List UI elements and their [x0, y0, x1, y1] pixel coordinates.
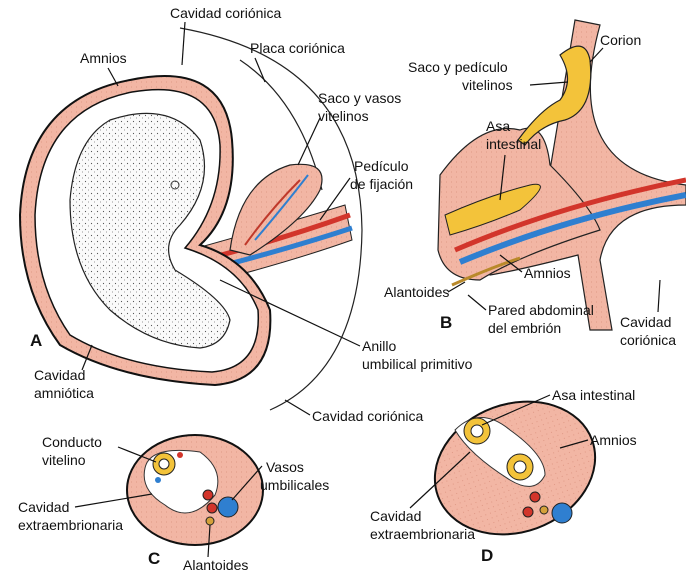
label-saco-vasos-1: Saco y vasos: [318, 90, 401, 106]
intestinal-loop-d2-lumen: [514, 461, 526, 473]
label-cavidad-extra-d-2: extraembrionaria: [370, 526, 475, 542]
umbilical-vein-d: [552, 503, 572, 523]
label-amnios-d: Amnios: [590, 432, 637, 448]
umbilical-artery-c2: [207, 503, 217, 513]
label-cavidad-corionica-b-1: Cavidad: [620, 314, 671, 330]
panel-a: [20, 28, 362, 410]
label-cavidad-extra-c-2: extraembrionaria: [18, 517, 123, 533]
umbilical-artery-d2: [523, 507, 533, 517]
label-asa-intestinal-d: Asa intestinal: [552, 387, 635, 403]
panel-label-d: D: [481, 546, 493, 565]
panel-label-a: A: [30, 331, 42, 350]
label-saco-pediculo-2: vitelinos: [462, 77, 513, 93]
label-cavidad-extra-d-1: Cavidad: [370, 508, 421, 524]
allantois-d: [540, 506, 548, 514]
label-cavidad-extra-c-1: Cavidad: [18, 499, 69, 515]
allantois-c: [206, 517, 214, 525]
label-alantoides-c: Alantoides: [183, 557, 248, 573]
umbilical-artery-d1: [530, 492, 540, 502]
label-pediculo-2: de fijación: [350, 176, 413, 192]
panel-c: [127, 435, 263, 545]
label-vasos-2: umbilicales: [260, 477, 329, 493]
label-cavidad-corionica-b-2: coriónica: [620, 332, 676, 348]
label-vasos-1: Vasos: [266, 459, 304, 475]
label-cavidad-amniotica-2: amniótica: [34, 385, 94, 401]
label-anillo-1: Anillo: [362, 338, 396, 354]
vitelline-vein-c: [155, 477, 161, 483]
intestinal-loop-d1-lumen: [471, 425, 483, 437]
umbilical-artery-c1: [203, 490, 213, 500]
label-cavidad-corionica-bottom: Cavidad coriónica: [312, 408, 423, 424]
label-anillo-2: umbilical primitivo: [362, 356, 473, 372]
umbilical-vein-c: [218, 497, 238, 517]
label-amnios-a: Amnios: [80, 50, 127, 66]
label-corion: Corion: [600, 32, 641, 48]
vitelline-duct-lumen: [159, 459, 169, 469]
vitelline-artery-c: [177, 452, 183, 458]
label-asa-2: intestinal: [486, 136, 541, 152]
label-amnios-b: Amnios: [524, 265, 571, 281]
label-pared-1: Pared abdominal: [488, 302, 594, 318]
panel-label-c: C: [148, 549, 160, 568]
label-cavidad-corionica-top: Cavidad coriónica: [170, 5, 281, 21]
label-conducto-2: vitelino: [42, 452, 86, 468]
label-conducto-1: Conducto: [42, 434, 102, 450]
label-alantoides-b: Alantoides: [384, 284, 449, 300]
label-cavidad-amniotica-1: Cavidad: [34, 367, 85, 383]
panel-label-b: B: [440, 313, 452, 332]
label-saco-pediculo-1: Saco y pedículo: [408, 59, 508, 75]
label-pediculo-1: Pedículo: [354, 158, 409, 174]
label-pared-2: del embrión: [488, 320, 561, 336]
label-placa-corionica: Placa coriónica: [250, 40, 345, 56]
label-saco-vasos-2: vitelinos: [318, 108, 369, 124]
label-asa-1: Asa: [486, 118, 510, 134]
